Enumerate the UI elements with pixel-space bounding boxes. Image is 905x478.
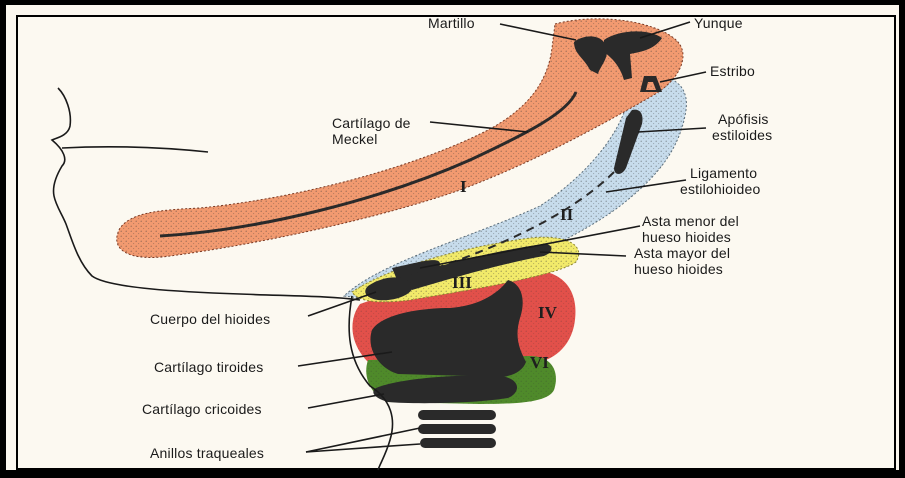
label-cricoides: Cartílago cricoides	[142, 401, 262, 417]
label-martillo: Martillo	[428, 15, 475, 31]
label-ligamento-line2: estilohioideo	[680, 181, 760, 197]
label-meckel-line1: Cartílago de	[332, 115, 411, 131]
arch-numeral-i: I	[460, 177, 467, 196]
label-tiroides: Cartílago tiroides	[154, 359, 263, 375]
chin-line	[62, 147, 208, 152]
arch-numeral-vi: VI	[530, 353, 549, 372]
tracheal-ring-3	[420, 438, 496, 448]
label-apofisis-line2: estiloides	[712, 127, 772, 143]
arch-numeral-ii: II	[560, 205, 574, 224]
label-estribo: Estribo	[710, 63, 755, 79]
label-asta-menor-line1: Asta menor del	[642, 213, 739, 229]
label-meckel-line2: Meckel	[332, 131, 378, 147]
arch-numeral-iii: III	[452, 273, 472, 292]
tracheal-ring-1	[418, 410, 496, 420]
label-asta-menor-line2: hueso hioides	[642, 229, 731, 245]
label-asta-mayor-line2: hueso hioides	[634, 261, 723, 277]
label-anillos: Anillos traqueales	[150, 445, 264, 461]
label-asta-mayor-line1: Asta mayor del	[634, 245, 730, 261]
label-yunque: Yunque	[694, 15, 743, 31]
label-apofisis-line1: Apófisis	[718, 111, 769, 127]
arch-numeral-iv: IV	[538, 303, 558, 322]
tracheal-ring-2	[418, 424, 496, 434]
label-ligamento-line1: Ligamento	[690, 165, 757, 181]
label-cuerpo-hioides: Cuerpo del hioides	[150, 311, 270, 327]
leader-cricoides	[308, 394, 384, 408]
